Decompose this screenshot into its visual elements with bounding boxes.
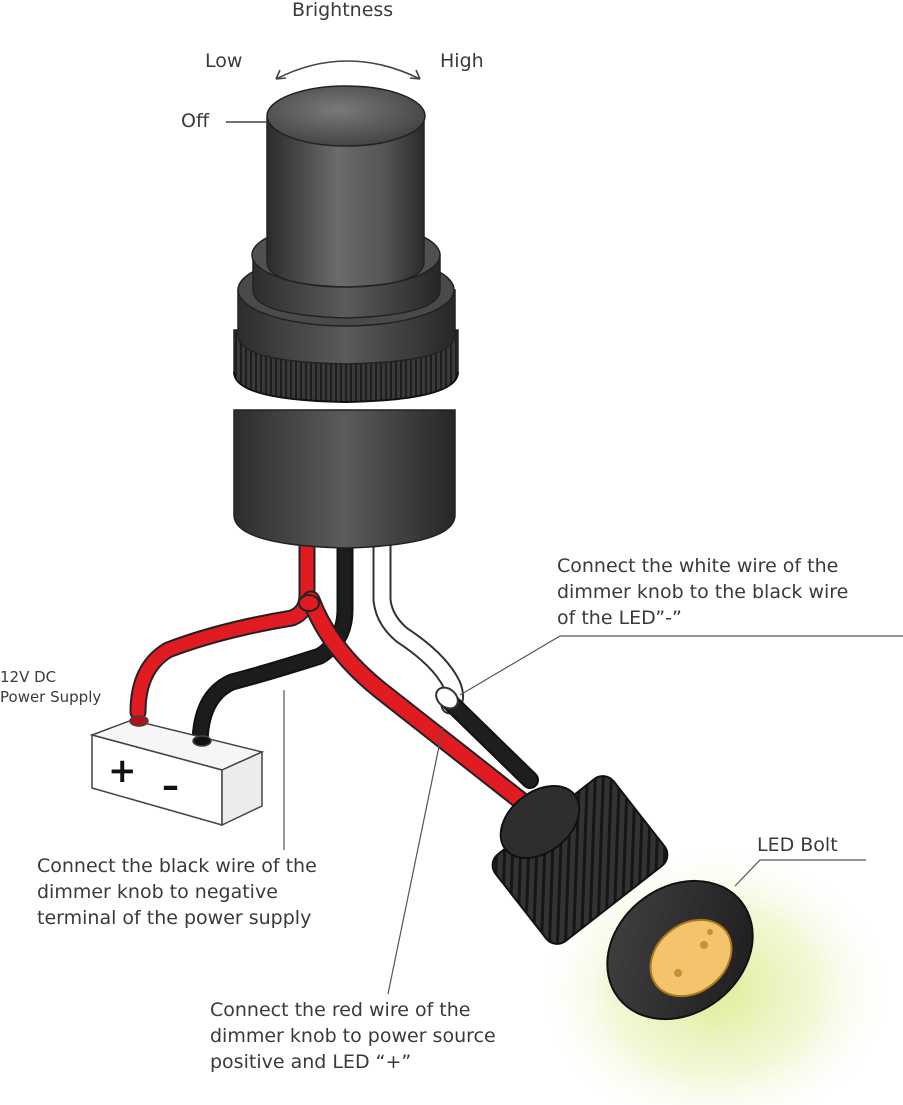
red-wire-note-line: positive and LED “+” xyxy=(210,1051,412,1073)
black-wire-supply xyxy=(191,536,354,754)
white-wire-note-line: of the LED”-” xyxy=(557,607,682,629)
dimmer-knob xyxy=(233,85,459,549)
power-supply-label-line2: Power Supply xyxy=(0,688,102,706)
low-label: Low xyxy=(205,50,243,72)
power-supply-label-line1: 12V DC xyxy=(0,668,57,686)
wires xyxy=(129,535,539,810)
rotation-arrow-icon xyxy=(275,60,421,80)
led-bolt xyxy=(491,775,754,1021)
leader-lines xyxy=(283,635,903,995)
led-bolt-label: LED Bolt xyxy=(757,834,838,856)
led-note-leader xyxy=(734,859,866,887)
off-label: Off xyxy=(181,110,210,132)
high-label: High xyxy=(440,50,484,72)
red-note-leader xyxy=(387,726,444,995)
white-wire-note: Connect the white wire of the dimmer kno… xyxy=(557,553,848,631)
black-wire-note-line: dimmer knob to negative xyxy=(37,881,278,903)
power-supply-label: 12V DC Power Supply xyxy=(0,667,101,707)
power-supply-box xyxy=(89,715,265,827)
black-wire-note-line: terminal of the power supply xyxy=(37,907,312,929)
minus-sign: – xyxy=(162,766,179,806)
red-wire-note-line: Connect the red wire of the xyxy=(210,999,471,1021)
red-wire-note-line: dimmer knob to power source xyxy=(210,1025,496,1047)
white-note-leader xyxy=(459,635,903,696)
white-wire-note-line: dimmer knob to the black wire xyxy=(557,581,849,603)
red-wire-note: Connect the red wire of the dimmer knob … xyxy=(210,997,496,1075)
black-wire-note-line: Connect the black wire of the xyxy=(37,855,317,877)
led-lens xyxy=(649,918,733,998)
brightness-title: Brightness xyxy=(292,0,394,21)
black-wire-note: Connect the black wire of the dimmer kno… xyxy=(37,853,317,931)
white-wire-note-line: Connect the white wire of the xyxy=(557,555,839,577)
knob-cap xyxy=(266,85,426,147)
plus-sign: + xyxy=(108,751,137,791)
